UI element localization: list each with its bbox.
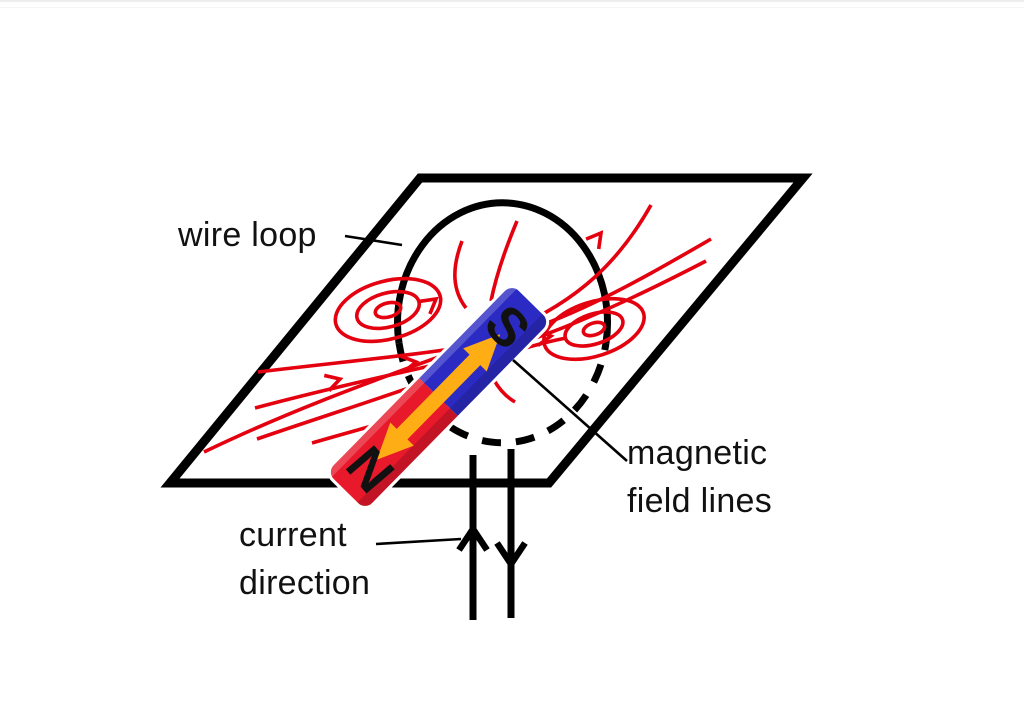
wire-loop-label: wire loop [178,216,317,254]
field-lines-pointer-line [512,359,628,462]
field-line [489,220,519,302]
field-arrow-icon [419,296,439,315]
label-pointers-group [344,234,628,546]
field-line [453,240,468,310]
magnetic-field-lines-label-line1: magnetic [627,434,768,472]
field-arrow-icon [400,354,420,374]
field-arrow-icon [585,230,604,250]
magnet-halo [327,285,550,509]
down-arrow-icon [494,541,528,570]
magnet-shading [357,314,551,511]
field-spiral-left [333,276,443,344]
plane-surface-outline [160,173,813,488]
top-border-line [0,0,1024,2]
polarity-double-arrow-icon [376,334,501,460]
magnet-highlight [326,283,517,478]
up-arrow-icon [456,523,490,552]
current-direction-label-line1: current [239,516,347,554]
field-arrow-icon [323,373,344,392]
wire-loop-solid-arc [394,199,611,344]
bar-magnet: N S [326,283,551,511]
current-pointer-line [375,537,462,546]
current-direction-label: current direction [239,511,370,607]
wire-loop-pointer-line [344,234,403,247]
current-direction-label-line2: direction [239,564,371,602]
top-border-line-2 [0,7,1024,8]
magnetic-field-lines-label-line2: field lines [627,482,773,520]
magnetic-field-lines-label: magnetic field lines [627,429,772,525]
field-spiral-right [542,296,646,362]
current-wires-group [456,449,528,620]
